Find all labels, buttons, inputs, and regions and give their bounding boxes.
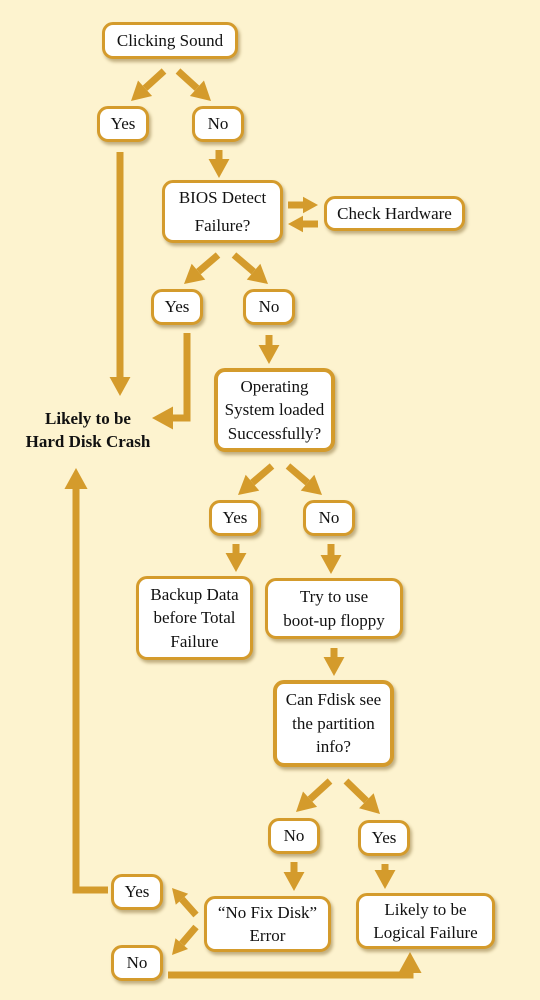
hard-disk-crash-line-2: Hard Disk Crash	[25, 432, 151, 452]
arrow-no2-to-os	[258, 335, 280, 364]
clicking-sound-node: Clicking Sound	[102, 22, 238, 59]
logical-failure-line-2: Logical Failure	[373, 923, 478, 942]
arrow-yes1-down-to-crash	[109, 152, 131, 396]
yes-text-5: Yes	[124, 882, 150, 902]
fdisk-line-1: Can Fdisk see	[285, 690, 382, 710]
no-node-2: No	[243, 289, 295, 325]
arrow-bios-to-no	[231, 252, 268, 284]
yes-node-2: Yes	[151, 289, 203, 325]
no-text-4: No	[283, 826, 305, 846]
fdisk-line-2: the partition	[292, 713, 375, 733]
arrow-os-to-no	[285, 463, 322, 495]
backup-data-node: Backup Data before Total Failure	[136, 576, 253, 660]
arrow-fdisk-to-yes	[343, 778, 380, 814]
arrow-nofix-to-no5	[172, 924, 199, 955]
arrow-hardware-to-bios	[288, 215, 318, 233]
os-loaded-line-3: Successfully?	[227, 423, 322, 443]
yes-text-3: Yes	[222, 508, 248, 528]
arrow-floppy-to-fdisk	[323, 648, 345, 676]
no-fix-disk-line-2: Error	[249, 926, 286, 945]
os-loaded-node: Operating System loaded Successfully?	[214, 368, 335, 452]
fdisk-node: Can Fdisk see the partition info?	[273, 680, 394, 767]
no-fix-disk-node: “No Fix Disk” Error	[204, 896, 331, 952]
hard-disk-crash-label: Likely to be Hard Disk Crash	[4, 407, 172, 454]
check-hardware-text: Check Hardware	[337, 203, 452, 223]
boot-floppy-node: Try to use boot-up floppy	[265, 578, 403, 639]
fdisk-line-3: info?	[316, 737, 351, 757]
arrow-nofix-to-yes5	[172, 888, 199, 918]
yes-node-3: Yes	[209, 500, 261, 536]
yes-node-5: Yes	[111, 874, 163, 910]
arrow-yes3-to-backup	[225, 544, 247, 572]
no-text-2: No	[258, 297, 280, 317]
boot-floppy-line-2: boot-up floppy	[283, 610, 385, 630]
arrow-clicking-to-no	[175, 68, 211, 101]
no-node-3: No	[303, 500, 355, 536]
check-hardware-node: Check Hardware	[324, 196, 465, 231]
arrow-yes4-to-logical	[374, 864, 396, 889]
arrow-fdisk-to-no	[296, 778, 333, 812]
yes-node-4: Yes	[358, 820, 410, 856]
backup-data-line-2: before Total	[153, 608, 236, 628]
os-loaded-line-1: Operating	[240, 376, 309, 396]
no-node-4: No	[268, 818, 320, 854]
no-text-1: No	[207, 114, 229, 134]
logical-failure-node: Likely to be Logical Failure	[356, 893, 495, 949]
backup-data-line-1: Backup Data	[150, 584, 239, 604]
arrow-no5-to-logical	[168, 952, 422, 979]
no-node-1: No	[192, 106, 244, 142]
boot-floppy-line-1: Try to use	[299, 587, 369, 607]
no-node-5: No	[111, 945, 163, 981]
arrow-bios-to-hardware	[288, 196, 318, 214]
bios-detect-line-2: Failure?	[194, 216, 251, 235]
yes-node-1: Yes	[97, 106, 149, 142]
yes-text-2: Yes	[164, 297, 190, 317]
no-text-3: No	[318, 508, 340, 528]
logical-failure-line-1: Likely to be	[384, 899, 467, 919]
arrow-bios-to-yes	[184, 252, 221, 284]
hard-disk-crash-line-1: Likely to be	[45, 409, 131, 428]
arrow-no3-to-floppy	[320, 544, 342, 574]
arrow-no1-to-bios	[208, 150, 230, 178]
os-loaded-line-2: System loaded	[224, 400, 325, 420]
arrow-yes2-elbow-to-crash	[152, 333, 191, 430]
arrow-os-to-yes	[238, 463, 275, 495]
clicking-sound-text: Clicking Sound	[116, 30, 224, 50]
arrow-yes5-up-to-crash	[64, 468, 108, 894]
arrow-clicking-to-yes	[131, 68, 167, 101]
yes-text-4: Yes	[371, 828, 397, 848]
arrow-no4-to-nofix	[283, 862, 305, 891]
no-fix-disk-line-1: “No Fix Disk”	[217, 902, 318, 922]
bios-detect-line-1: BIOS Detect	[178, 187, 267, 207]
yes-text-1: Yes	[110, 114, 136, 134]
backup-data-line-3: Failure	[170, 631, 219, 651]
bios-detect-node: BIOS Detect Failure?	[162, 180, 283, 243]
no-text-5: No	[126, 953, 148, 973]
